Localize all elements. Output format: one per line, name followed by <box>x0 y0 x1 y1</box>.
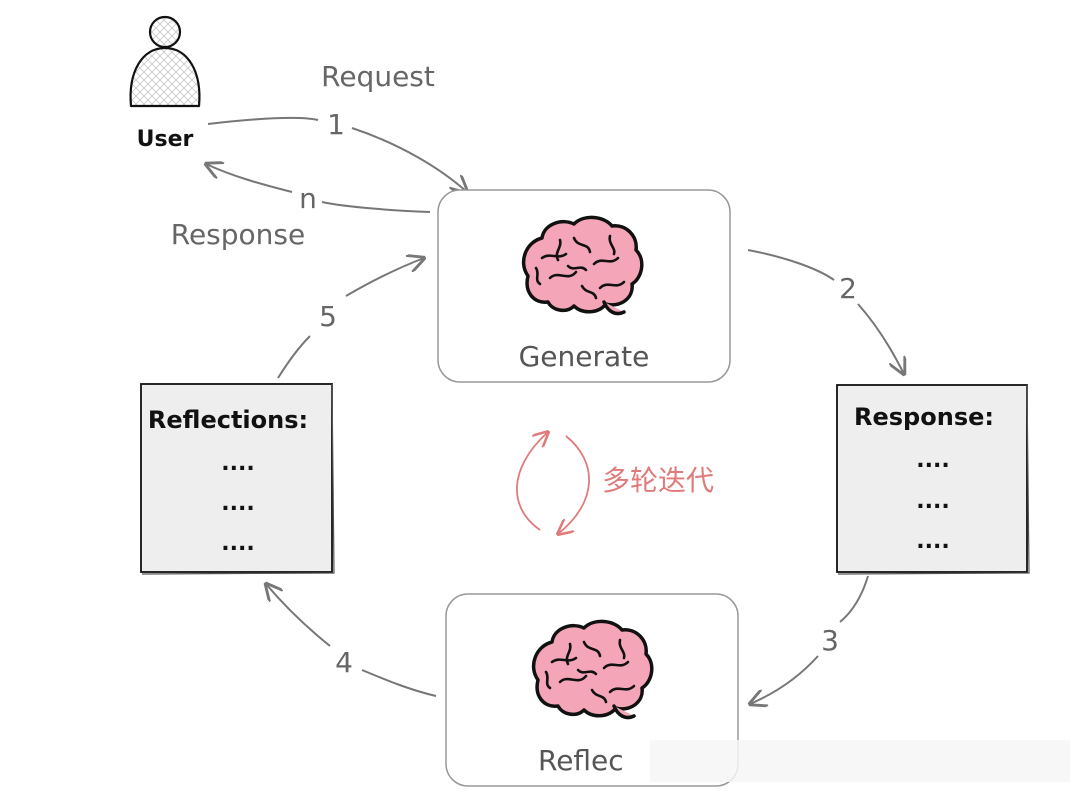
step-3-label: 3 <box>821 624 839 657</box>
response-out-arrow <box>321 201 431 213</box>
response-note <box>836 384 1028 573</box>
watermark-fade <box>650 740 1070 782</box>
generate-label: Generate <box>519 340 650 373</box>
request-label: Request <box>321 60 435 93</box>
loop-label: 多轮迭代 <box>602 464 714 497</box>
step-4-label: 4 <box>335 646 353 679</box>
to-response-arrow-head <box>857 303 904 374</box>
user-label: User <box>137 127 194 152</box>
response-note-line: .... <box>916 489 949 514</box>
user-icon <box>129 15 201 108</box>
request-arrow <box>207 116 319 125</box>
to-generate-arrow-head <box>345 258 424 297</box>
response-out-arrow-head <box>206 164 293 193</box>
reflections-note-line: .... <box>221 451 254 476</box>
response-out-label: Response <box>171 218 305 251</box>
request-arrow-head <box>351 127 467 192</box>
loop-arrow-up <box>516 432 548 531</box>
reflections-note-line: .... <box>221 531 254 556</box>
step-2-label: 2 <box>839 272 857 305</box>
step-n-label: n <box>299 182 317 215</box>
step-5-label: 5 <box>319 300 337 333</box>
to-reflections-arrow-head <box>266 584 331 647</box>
response-note-line: .... <box>916 529 949 554</box>
reflections-note-line: .... <box>221 491 254 516</box>
to-response-arrow <box>747 249 835 281</box>
response-note-line: .... <box>916 448 949 473</box>
to-reflections-arrow <box>361 669 437 697</box>
loop-arrow-down <box>558 435 590 534</box>
to-reflect-arrow <box>839 575 869 623</box>
to-reflect-arrow-head <box>750 655 819 704</box>
reflections-note <box>140 383 333 573</box>
reflections-note-title: Reflections: <box>148 406 308 434</box>
to-generate-arrow <box>277 335 311 379</box>
response-note-title: Response: <box>854 403 994 431</box>
step-1-label: 1 <box>327 108 345 141</box>
reflect-label: Reflec <box>538 744 624 777</box>
